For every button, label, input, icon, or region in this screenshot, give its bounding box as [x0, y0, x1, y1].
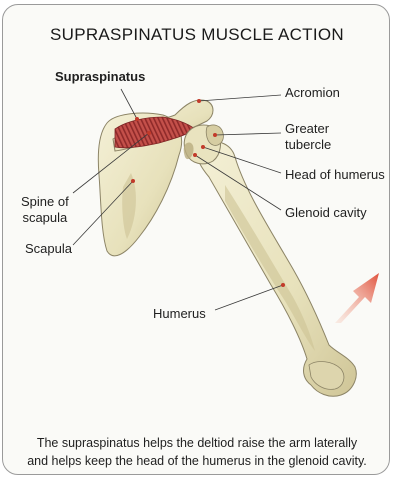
label-spine-of-scapula-line2: scapula: [21, 210, 69, 226]
leader-humerus: [215, 285, 283, 310]
diagram-card: SUPRASPINATUS MUSCLE ACTION: [2, 4, 390, 475]
label-spine-of-scapula-line1: Spine of: [21, 194, 69, 210]
label-greater-tubercle: Greater tubercle: [285, 121, 331, 153]
caption-line-1: The supraspinatus helps the deltiod rais…: [11, 434, 383, 452]
label-greater-tubercle-line2: tubercle: [285, 137, 331, 153]
label-greater-tubercle-line1: Greater: [285, 121, 331, 137]
label-glenoid-cavity: Glenoid cavity: [285, 205, 367, 221]
label-supraspinatus: Supraspinatus: [55, 69, 145, 85]
label-humerus: Humerus: [153, 306, 206, 322]
label-scapula: Scapula: [25, 241, 72, 257]
label-head-of-humerus: Head of humerus: [285, 167, 385, 183]
arrow-up-right-icon: [335, 273, 379, 323]
label-spine-of-scapula: Spine of scapula: [21, 194, 69, 226]
leader-greater-tubercle: [215, 133, 281, 135]
caption-line-2: and helps keep the head of the humerus i…: [11, 452, 383, 470]
leader-acromion: [199, 95, 281, 101]
caption: The supraspinatus helps the deltiod rais…: [11, 434, 383, 470]
label-acromion: Acromion: [285, 85, 340, 101]
